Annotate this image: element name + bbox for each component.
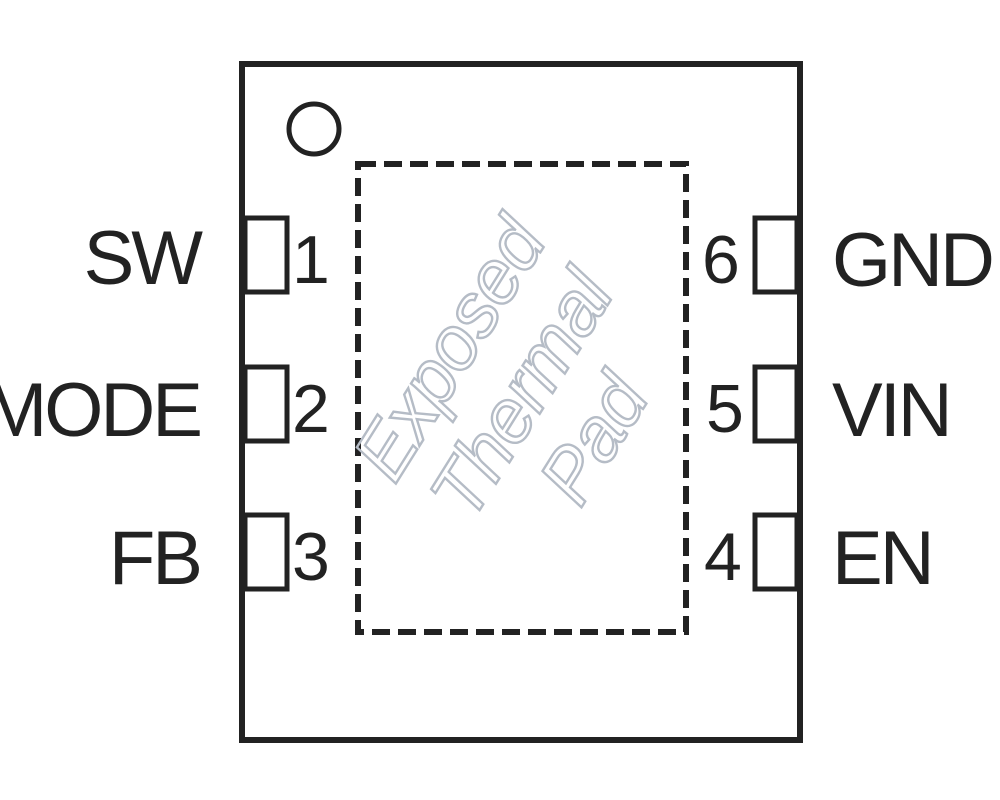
pin-label-mode: MODE: [0, 368, 200, 453]
pin-pad-3: [242, 512, 290, 592]
pin-number-5: 5: [706, 371, 744, 447]
package-body: [239, 61, 803, 743]
pin-pad-1: [242, 215, 290, 295]
pin-label-sw: SW: [84, 216, 204, 301]
pin-label-en: EN: [832, 516, 932, 601]
pin-pad-4: [752, 512, 800, 592]
pin-number-6: 6: [702, 222, 740, 298]
pin-label-fb: FB: [109, 516, 200, 601]
pin-number-3: 3: [292, 519, 330, 595]
pin1-marker-dot: [286, 101, 342, 157]
thermal-pad-label: Exposed Thermal Pad: [336, 200, 668, 533]
pin-number-4: 4: [704, 519, 742, 595]
pin-number-1: 1: [292, 222, 330, 298]
pin-pad-5: [752, 364, 800, 444]
pin-number-2: 2: [292, 371, 330, 447]
pin-pad-2: [242, 364, 290, 444]
pin-label-vin: VIN: [832, 368, 950, 453]
pin-pad-6: [752, 215, 800, 295]
pin-label-gnd: GND: [832, 218, 992, 303]
thermal-pad-outline: [355, 161, 689, 635]
